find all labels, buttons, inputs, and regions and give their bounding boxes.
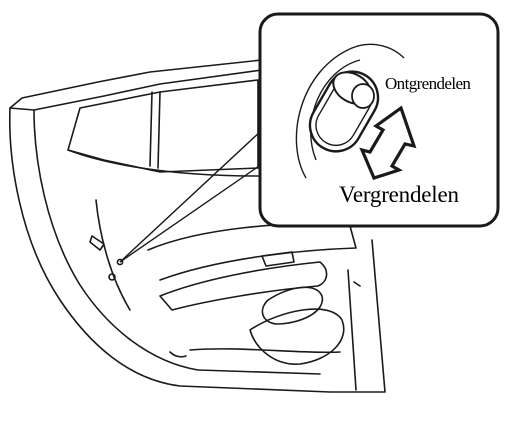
latch-screw	[108, 273, 116, 281]
window-lower-trim	[67, 149, 259, 177]
rear-door-illustration	[8, 59, 386, 393]
door-pocket	[249, 308, 345, 365]
door-lower-panel	[189, 269, 357, 391]
child-lock-position	[116, 258, 124, 266]
door-small-marks	[169, 281, 361, 358]
window-divider	[149, 91, 161, 169]
lock-lever-knob	[332, 71, 375, 109]
door-window-frame	[9, 59, 263, 111]
armrest	[159, 261, 328, 311]
lock-housing-inner	[310, 59, 361, 161]
door-handle	[261, 251, 295, 267]
door-outer-edge	[8, 107, 386, 393]
window-opening	[67, 79, 259, 173]
lock-housing-outer	[295, 43, 405, 179]
pull-grip	[261, 286, 324, 325]
double-arrow-icon	[359, 105, 417, 180]
callout-pointer	[119, 129, 263, 263]
lock-label: Vergrendelen	[339, 182, 459, 207]
door-trim-line	[147, 223, 357, 281]
door-latch-edge	[89, 199, 131, 311]
callout-box: Ontgrendelen Vergrendelen	[258, 12, 500, 228]
unlock-label: Ontgrendelen	[385, 74, 471, 93]
door-inner-edge	[33, 109, 321, 375]
